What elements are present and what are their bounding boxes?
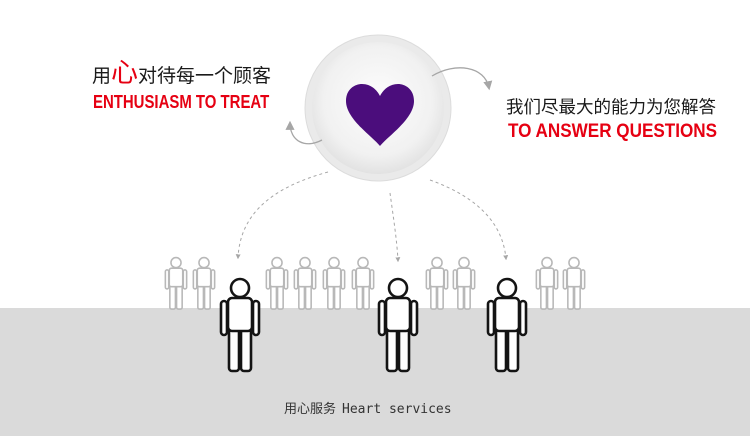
left-caption-prefix: 用 (92, 65, 112, 87)
person-icon-background (322, 256, 346, 310)
person-icon-background (164, 256, 188, 310)
dashed-arrow-left (235, 171, 329, 260)
right-caption-english: TO ANSWER QUESTIONS (508, 121, 718, 142)
person-icon-background (293, 256, 317, 310)
person-icon-background (535, 256, 559, 310)
person-icon-background (351, 256, 375, 310)
person-icon-background (265, 256, 289, 310)
footer-english: Heart services (342, 402, 452, 417)
footer-caption: 用心服务 Heart services (284, 402, 452, 418)
right-caption-chinese: 我们尽最大的能力为您解答 (506, 98, 716, 118)
person-icon-highlighted (486, 277, 528, 373)
footer-chinese: 用心服务 (284, 402, 337, 417)
heart-icon (346, 84, 414, 146)
person-icon-highlighted (219, 277, 261, 373)
curved-arrow-left-icon (285, 120, 323, 145)
curved-arrow-right-icon (431, 67, 493, 91)
dashed-arrow-right (429, 179, 509, 261)
person-icon-background (192, 256, 216, 310)
people-group (164, 256, 586, 373)
left-caption-highlight: 心 (111, 58, 139, 89)
left-caption-english: ENTHUSIASM TO TREAT (93, 92, 270, 112)
person-icon-highlighted (377, 277, 419, 373)
ground-band (0, 308, 750, 436)
heart-badge (304, 34, 452, 182)
person-icon-background (425, 256, 449, 310)
left-caption-suffix: 对待每一个顾客 (138, 65, 272, 87)
person-icon-background (452, 256, 476, 310)
left-caption-chinese: 用心对待每一个顾客 (92, 60, 271, 90)
dashed-arrow-middle (389, 192, 401, 263)
person-icon-background (562, 256, 586, 310)
